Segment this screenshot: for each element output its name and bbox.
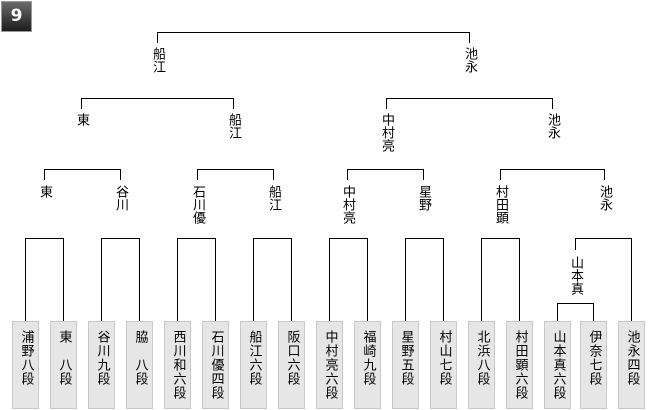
bracket-line — [101, 238, 102, 321]
bracket-line — [177, 238, 178, 321]
quarterfinal-winner: 船江 — [266, 185, 281, 211]
bracket-line — [101, 238, 139, 239]
bracket-line — [500, 169, 501, 180]
player-box: 中村亮六段 — [316, 321, 343, 409]
player-box: 船江六段 — [240, 321, 267, 409]
bracket-line — [367, 238, 368, 321]
round-badge: 9 — [1, 1, 32, 32]
bracket-line — [253, 238, 254, 321]
player-box: 谷川九段 — [88, 321, 115, 409]
bracket-line — [197, 169, 198, 180]
bracket-line — [604, 169, 605, 180]
player-box: 山本真六段 — [544, 321, 571, 409]
bracket-line — [557, 303, 593, 304]
bracket-line — [157, 32, 469, 33]
bracket-line — [273, 169, 274, 180]
player-name: 池永四段 — [624, 330, 640, 386]
quarterfinal-winner: 星野 — [416, 185, 431, 211]
bracket-line — [519, 238, 520, 321]
player-name: 山本真六段 — [550, 330, 566, 400]
player-name: 石川優四段 — [208, 330, 224, 400]
player-name: 福崎九段 — [360, 330, 376, 386]
semifinal-winner: 中村亮 — [379, 113, 394, 152]
player-box: 北浜八段 — [468, 321, 495, 409]
bracket-line — [347, 169, 423, 170]
bracket-line — [593, 303, 594, 321]
bracket-line — [405, 238, 406, 321]
bracket-line — [25, 238, 63, 239]
semifinal-winner: 東 — [74, 113, 89, 126]
player-name: 東 八段 — [56, 330, 72, 386]
player-name: 村山七段 — [436, 330, 452, 386]
bracket-line — [63, 238, 64, 321]
preliminary-winner: 山本真 — [568, 256, 583, 295]
player-name: 星野五段 — [398, 330, 414, 386]
bracket-line — [197, 169, 273, 170]
bracket-line — [347, 169, 348, 180]
bracket-line — [215, 238, 216, 321]
player-name: 浦野八段 — [18, 330, 34, 386]
player-box: 石川優四段 — [202, 321, 229, 409]
quarterfinal-winner: 谷川 — [113, 185, 128, 211]
bracket-line — [469, 32, 470, 43]
player-box: 浦野八段 — [12, 321, 39, 409]
player-box: 村田顕六段 — [506, 321, 533, 409]
semifinal-winner: 池永 — [545, 113, 560, 139]
quarterfinal-winner: 東 — [37, 185, 52, 198]
bracket-line — [575, 238, 576, 250]
finalist-right: 池永 — [462, 47, 477, 73]
bracket-line — [405, 238, 443, 239]
bracket-line — [44, 169, 45, 180]
player-box: 伊奈七段 — [580, 321, 607, 409]
player-name: 谷川九段 — [94, 330, 110, 386]
player-name: 船江六段 — [246, 330, 262, 386]
player-name: 北浜八段 — [474, 330, 490, 386]
player-box: 池永四段 — [618, 321, 645, 409]
quarterfinal-winner: 中村亮 — [340, 185, 355, 224]
bracket-line — [139, 238, 140, 321]
bracket-line — [575, 238, 631, 239]
bracket-line — [157, 32, 158, 43]
bracket-line — [329, 238, 330, 321]
bracket-line — [81, 98, 82, 109]
player-box: 西川和六段 — [164, 321, 191, 409]
bracket-line — [120, 169, 121, 180]
bracket-line — [177, 238, 215, 239]
player-name: 中村亮六段 — [322, 330, 338, 400]
bracket-line — [423, 169, 424, 180]
bracket-line — [443, 238, 444, 321]
bracket-line — [291, 238, 292, 321]
player-box: 星野五段 — [392, 321, 419, 409]
player-name: 村田顕六段 — [512, 330, 528, 400]
player-box: 村山七段 — [430, 321, 457, 409]
player-name: 阪口六段 — [284, 330, 300, 386]
finalist-left: 船江 — [150, 47, 165, 73]
bracket-line — [631, 238, 632, 321]
player-name: 伊奈七段 — [586, 330, 602, 386]
player-box: 阪口六段 — [278, 321, 305, 409]
player-name: 脇 八段 — [132, 330, 148, 386]
bracket-line — [500, 169, 604, 170]
player-name: 西川和六段 — [170, 330, 186, 400]
bracket-line — [481, 238, 519, 239]
player-box: 東 八段 — [50, 321, 77, 409]
player-box: 福崎九段 — [354, 321, 381, 409]
bracket-line — [386, 98, 552, 99]
bracket-line — [25, 238, 26, 321]
bracket-line — [253, 238, 291, 239]
quarterfinal-winner: 石川優 — [190, 185, 205, 224]
bracket-line — [552, 98, 553, 109]
bracket-line — [44, 169, 120, 170]
semifinal-winner: 船江 — [226, 113, 241, 139]
bracket-line — [233, 98, 234, 109]
player-box: 脇 八段 — [126, 321, 153, 409]
bracket-line — [557, 303, 558, 321]
bracket-line — [386, 98, 387, 109]
bracket-line — [481, 238, 482, 321]
quarterfinal-winner: 村田顕 — [493, 185, 508, 224]
bracket-line — [81, 98, 233, 99]
bracket-line — [329, 238, 367, 239]
quarterfinal-winner: 池永 — [597, 185, 612, 211]
